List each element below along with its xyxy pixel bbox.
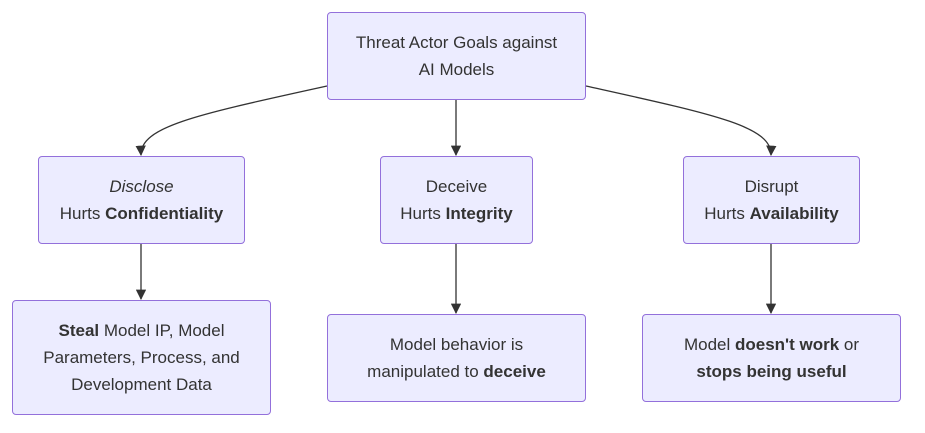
steal-node: Steal Model IP, Model Parameters, Proces… <box>12 300 271 415</box>
broken-node: Model doesn't work or stops being useful <box>642 314 901 402</box>
disclose-node: Disclose Hurts Confidentiality <box>38 156 245 244</box>
manipulate-line-1: Model behavior is <box>389 335 524 354</box>
edge-root-to-disrupt <box>585 85 777 157</box>
broken-bold-1: doesn't work <box>735 335 840 354</box>
broken-post: or <box>839 335 860 354</box>
disclose-hurts-label: Hurts <box>59 204 101 223</box>
manipulate-pre: manipulated to <box>367 362 484 381</box>
disclose-property: Confidentiality <box>105 204 224 223</box>
broken-line-1: Model doesn't work or <box>684 331 859 358</box>
root-node: Threat Actor Goals against AI Models <box>327 12 586 100</box>
steal-bold: Steal <box>58 321 100 340</box>
root-label-line-2: AI Models <box>418 60 495 79</box>
disrupt-hurts-line: Hurts Availability <box>704 200 839 227</box>
steal-line-1: Steal Model IP, Model <box>58 317 224 344</box>
deceive-node: Deceive Hurts Integrity <box>380 156 533 244</box>
disrupt-title: Disrupt <box>744 177 799 196</box>
disclose-hurts-line: Hurts Confidentiality <box>60 200 223 227</box>
steal-rest: Model IP, Model <box>99 321 225 340</box>
deceive-hurts-line: Hurts Integrity <box>400 200 512 227</box>
manipulate-bold: deceive <box>483 362 546 381</box>
deceive-title: Deceive <box>425 177 488 196</box>
broken-pre: Model <box>683 335 735 354</box>
disrupt-hurts-label: Hurts <box>704 204 745 223</box>
steal-line-3: Development Data <box>71 375 212 394</box>
deceive-property: Integrity <box>445 204 513 223</box>
steal-line-2: Parameters, Process, and <box>43 348 240 367</box>
disrupt-node: Disrupt Hurts Availability <box>683 156 860 244</box>
manipulate-node: Model behavior is manipulated to deceive <box>327 314 586 402</box>
manipulate-line-2: manipulated to deceive <box>367 358 546 385</box>
edge-root-to-disclose <box>135 85 328 157</box>
disclose-title: Disclose <box>109 177 174 196</box>
broken-line-2: stops being useful <box>696 362 847 381</box>
root-label-line-1: Threat Actor Goals against <box>355 33 558 52</box>
disrupt-property: Availability <box>749 204 839 223</box>
deceive-hurts-label: Hurts <box>400 204 441 223</box>
